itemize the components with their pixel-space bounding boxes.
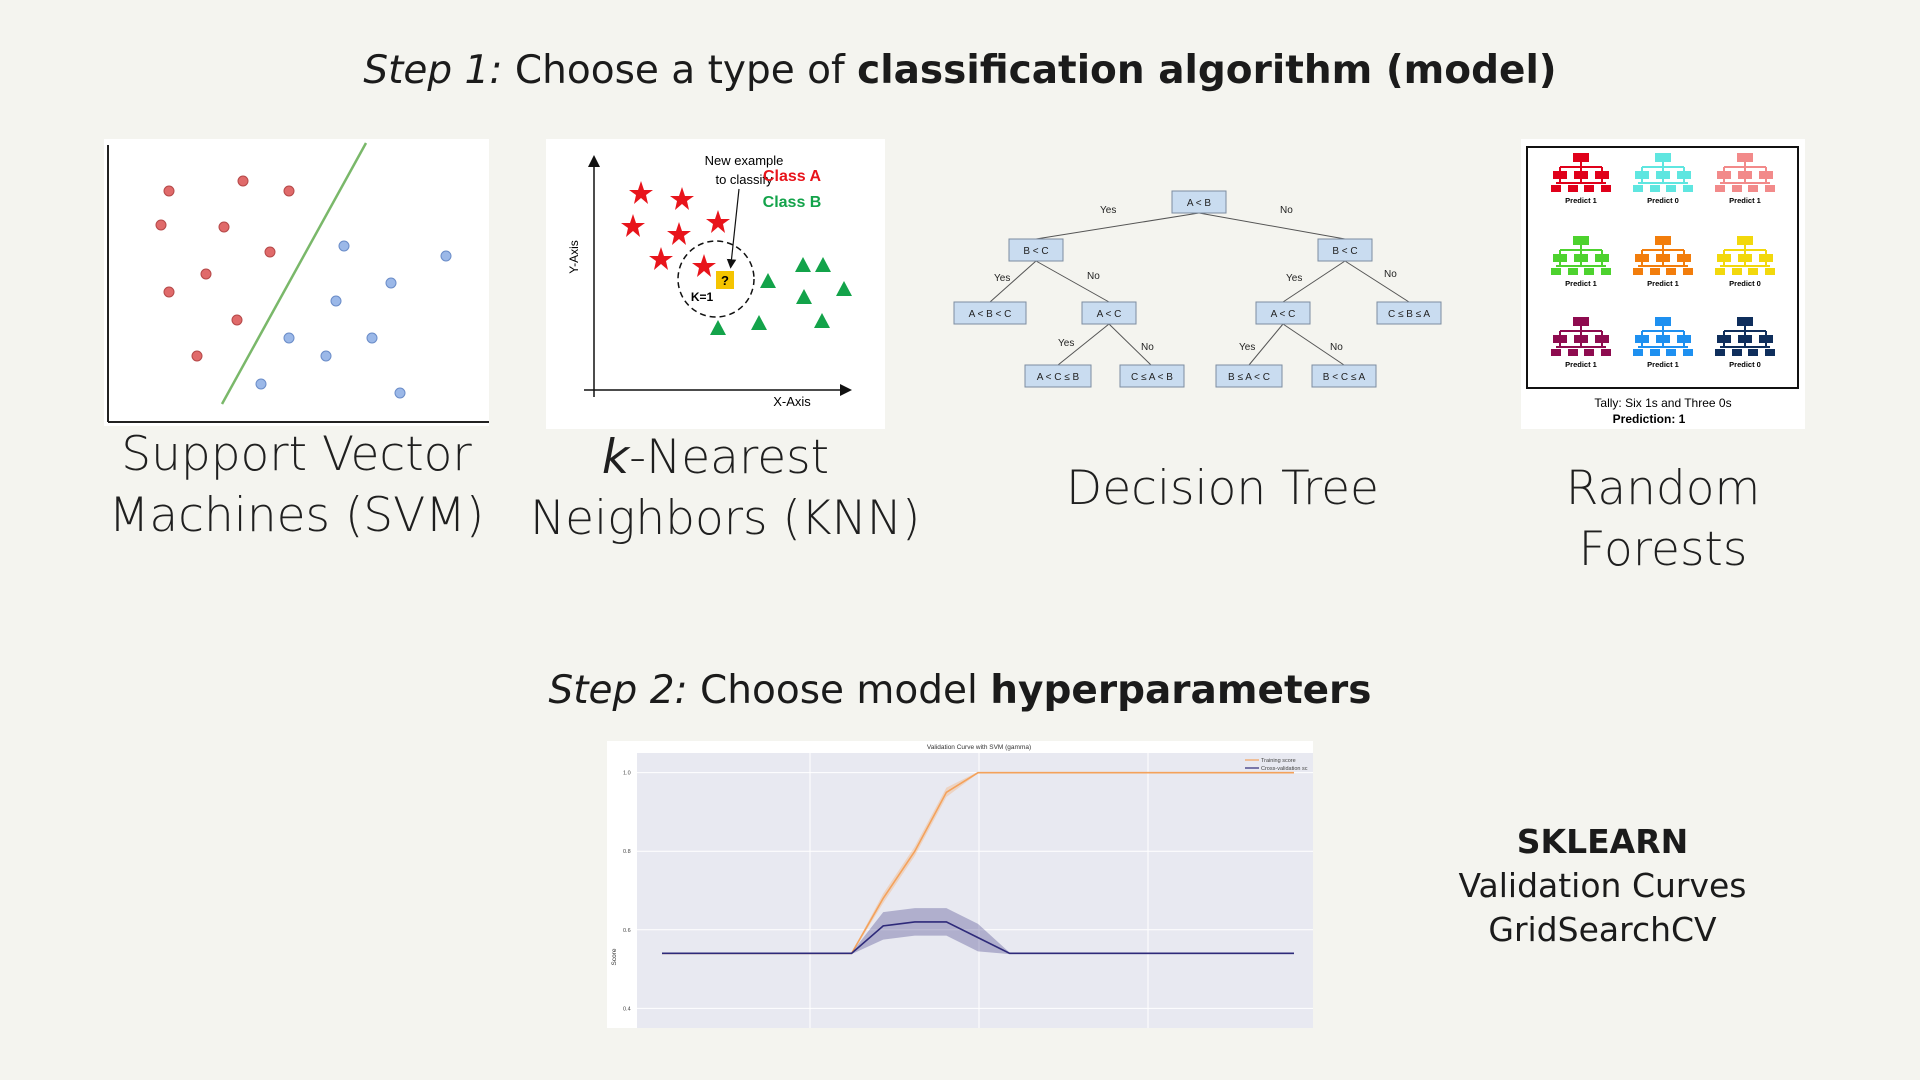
chart-ytick-label: 1.0 bbox=[623, 771, 631, 777]
forest-tree-prediction-5: Predict 1 bbox=[1647, 279, 1679, 288]
svm-caption-line1: Support Vector bbox=[121, 427, 472, 482]
forest-tree-9: Predict 0 bbox=[1715, 317, 1775, 369]
knn-class-a-points bbox=[621, 181, 730, 277]
tree-node-l1-left: B < C bbox=[1023, 246, 1048, 257]
sklearn-gridsearchcv: GridSearchCV bbox=[1488, 910, 1717, 949]
decision-tree-panel: A < B B < C B < C A < B < C A < C A < C … bbox=[950, 185, 1450, 400]
knn-annotation-line2: to classify bbox=[715, 172, 773, 187]
step2-label: Step 2: bbox=[548, 668, 688, 713]
random-forest-panel: Tally: Six 1s and Three 0s Prediction: 1… bbox=[1521, 139, 1805, 429]
forest-tree-prediction-2: Predict 0 bbox=[1647, 196, 1679, 205]
forest-tree-1: Predict 1 bbox=[1551, 153, 1611, 205]
knn-class-a-label: Class A bbox=[763, 168, 822, 185]
sklearn-title: SKLEARN bbox=[1516, 822, 1689, 861]
forest-tree-7: Predict 1 bbox=[1551, 317, 1611, 369]
decision-tree-caption-line1: Decision Tree bbox=[1066, 461, 1379, 516]
random-forest-caption: Random Forests bbox=[1500, 458, 1826, 580]
tree-node-leaf-4: C ≤ A < B bbox=[1131, 372, 1173, 383]
forest-tree-3: Predict 1 bbox=[1715, 153, 1775, 205]
knn-panel: Y-Axis X-Axis New example to classify Cl… bbox=[546, 139, 885, 429]
random-forest-caption-line2: Forests bbox=[1578, 522, 1748, 577]
forest-tree-prediction-8: Predict 1 bbox=[1647, 360, 1679, 369]
forest-tree-prediction-7: Predict 1 bbox=[1565, 360, 1597, 369]
chart-ylabel: Score bbox=[611, 948, 618, 965]
forest-tree-prediction-3: Predict 1 bbox=[1729, 196, 1761, 205]
step1-heading: Step 1: Choose a type of classification … bbox=[0, 48, 1920, 93]
knn-caption-italic: k bbox=[601, 430, 630, 485]
forest-tree-2: Predict 0 bbox=[1633, 153, 1693, 205]
tree-node-root: A < B bbox=[1187, 198, 1212, 209]
tree-edge-yes-4: Yes bbox=[1058, 338, 1074, 349]
step1-label: Step 1: bbox=[363, 48, 503, 93]
validation-curve-chart: Validation Curve with SVM (gamma) Score … bbox=[611, 744, 1313, 1028]
tree-edge-yes-2: Yes bbox=[994, 273, 1010, 284]
knn-class-b-points bbox=[710, 257, 852, 335]
tree-node-l1-right: B < C bbox=[1332, 246, 1357, 257]
knn-class-b-label: Class B bbox=[763, 194, 822, 211]
sklearn-validation-curves: Validation Curves bbox=[1458, 866, 1747, 905]
svm-panel bbox=[104, 139, 489, 426]
legend-label-training: Training score bbox=[1261, 758, 1296, 764]
tree-node-l2-a: A < C bbox=[1097, 309, 1122, 320]
forest-tree-8: Predict 1 bbox=[1633, 317, 1693, 369]
forest-tree-6: Predict 0 bbox=[1715, 236, 1775, 288]
svm-caption: Support Vector Machines (SVM) bbox=[104, 424, 489, 546]
step1-bold: classification algorithm (model) bbox=[857, 48, 1557, 93]
tree-edge-no-2: No bbox=[1087, 271, 1100, 282]
tree-edge-yes-3: Yes bbox=[1286, 273, 1302, 284]
legend-label-cv: Cross-validation sc bbox=[1261, 766, 1308, 772]
chart-ytick-label: 0.4 bbox=[623, 1006, 631, 1012]
chart-title: Validation Curve with SVM (gamma) bbox=[927, 744, 1031, 751]
random-forest-caption-line1: Random bbox=[1565, 461, 1761, 516]
knn-k-label: K=1 bbox=[691, 290, 714, 304]
tree-edge-no-3: No bbox=[1384, 269, 1397, 280]
svm-figure bbox=[107, 142, 489, 423]
decision-tree-caption: Decision Tree bbox=[1030, 458, 1415, 519]
tree-node-l2-b: A < C bbox=[1271, 309, 1296, 320]
knn-query-mark: ? bbox=[721, 273, 729, 288]
tree-node-leaf-2: C ≤ B ≤ A bbox=[1388, 309, 1430, 320]
knn-caption-line1: k-Nearest bbox=[530, 427, 901, 488]
forest-tree-5: Predict 1 bbox=[1633, 236, 1693, 288]
forest-tally: Tally: Six 1s and Three 0s bbox=[1594, 396, 1731, 410]
tree-node-leaf-3: A < C ≤ B bbox=[1037, 372, 1080, 383]
step2-heading: Step 2: Choose model hyperparameters bbox=[0, 668, 1920, 713]
knn-figure: Y-Axis X-Axis New example to classify Cl… bbox=[567, 153, 852, 409]
series-line-2 bbox=[662, 921, 1294, 955]
forest-tree-prediction-9: Predict 0 bbox=[1729, 360, 1761, 369]
forest-tree-prediction-1: Predict 1 bbox=[1565, 196, 1597, 205]
knn-caption: k-Nearest Neighbors (KNN) bbox=[530, 427, 921, 549]
tree-edge-no-5: No bbox=[1330, 342, 1343, 353]
tree-node-leaf-6: B < C ≤ A bbox=[1323, 372, 1366, 383]
step2-bold: hyperparameters bbox=[990, 668, 1372, 713]
tree-edge-yes-5: Yes bbox=[1239, 342, 1255, 353]
series-band-2 bbox=[662, 908, 1294, 955]
forest-final-prediction: Prediction: 1 bbox=[1613, 412, 1686, 426]
chart-ytick-label: 0.8 bbox=[623, 849, 631, 855]
step2-text: Choose model bbox=[687, 668, 991, 713]
tree-node-leaf-5: B ≤ A < C bbox=[1228, 372, 1270, 383]
tree-node-leaf-1: A < B < C bbox=[969, 309, 1012, 320]
forest-tree-prediction-4: Predict 1 bbox=[1565, 279, 1597, 288]
random-forest-figure: Tally: Six 1s and Three 0s Prediction: 1… bbox=[1526, 146, 1799, 426]
knn-x-axis-label: X-Axis bbox=[773, 394, 811, 409]
forest-tree-prediction-6: Predict 0 bbox=[1729, 279, 1761, 288]
knn-caption-line2: Neighbors (KNN) bbox=[530, 491, 921, 546]
step1-text: Choose a type of bbox=[502, 48, 858, 93]
knn-annotation-line1: New example bbox=[705, 153, 784, 168]
validation-curve-panel: Validation Curve with SVM (gamma) Score … bbox=[607, 741, 1313, 1028]
decision-tree-figure: A < B B < C B < C A < B < C A < C A < C … bbox=[953, 190, 1442, 388]
tree-edge-no-4: No bbox=[1141, 342, 1154, 353]
svm-caption-line2: Machines (SVM) bbox=[108, 488, 485, 543]
knn-caption-line1-rest: -Nearest bbox=[629, 430, 830, 485]
knn-y-axis-label: Y-Axis bbox=[567, 240, 581, 274]
forest-tree-4: Predict 1 bbox=[1551, 236, 1611, 288]
sklearn-notes: SKLEARN Validation Curves GridSearchCV bbox=[1420, 820, 1785, 952]
tree-edge-no-1: No bbox=[1280, 205, 1293, 216]
chart-legend: Training score Cross-validation sc bbox=[1245, 758, 1308, 772]
chart-ytick-label: 0.6 bbox=[623, 928, 631, 934]
tree-edge-yes-1: Yes bbox=[1100, 205, 1116, 216]
